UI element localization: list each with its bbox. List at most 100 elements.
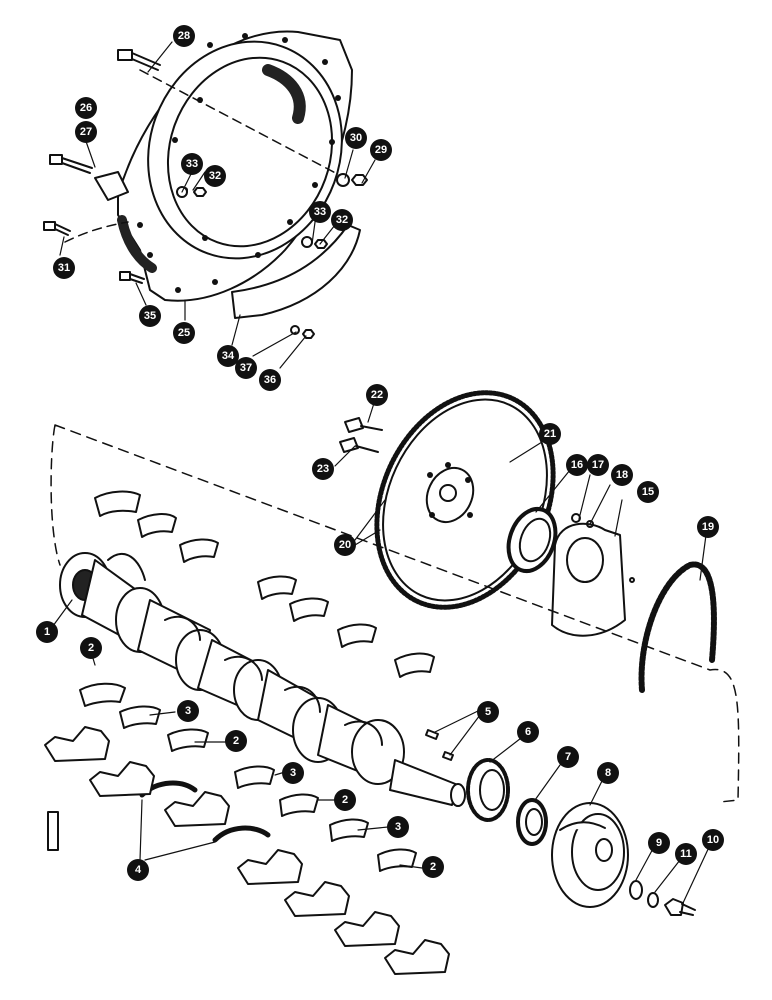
callout-16: 16: [566, 454, 588, 476]
svg-text:2: 2: [430, 861, 436, 873]
svg-text:20: 20: [339, 539, 351, 551]
svg-text:1: 1: [44, 626, 50, 638]
svg-text:5: 5: [485, 706, 491, 718]
callout-1: 1: [36, 621, 58, 643]
callout-37: 37: [235, 357, 257, 379]
pulley-washer: [629, 880, 643, 900]
callout-15: 15: [637, 481, 659, 503]
pulley-bolt: [664, 898, 696, 916]
callout-10: 10: [702, 829, 724, 851]
callout-22: 22: [366, 384, 388, 406]
callout-20: 20: [334, 534, 356, 556]
seal-retainer-plate: [551, 513, 635, 637]
callout-33: 33: [181, 153, 203, 175]
callout-32: 32: [331, 209, 353, 231]
callout-6: 6: [517, 721, 539, 743]
callout-11: 11: [675, 843, 697, 865]
svg-text:28: 28: [178, 30, 190, 42]
callout-27: 27: [75, 121, 97, 143]
svg-text:37: 37: [240, 362, 252, 374]
upper-main-bearings: [94, 490, 435, 678]
callout-25: 25: [173, 322, 195, 344]
housing-nuts: [176, 173, 368, 339]
callout-34: 34: [217, 345, 239, 367]
svg-text:8: 8: [605, 767, 611, 779]
callout-17: 17: [587, 454, 609, 476]
svg-text:22: 22: [371, 389, 383, 401]
svg-text:16: 16: [571, 459, 583, 471]
svg-text:33: 33: [186, 158, 198, 170]
housing-bolt-28: [117, 49, 161, 71]
callout-7: 7: [557, 746, 579, 768]
callout-36: 36: [259, 369, 281, 391]
svg-text:29: 29: [375, 144, 387, 156]
rear-oil-seal: [506, 507, 558, 573]
crankshaft-pulley: [551, 802, 629, 908]
callout-2: 2: [80, 637, 102, 659]
callout-5: 5: [477, 701, 499, 723]
callout-3: 3: [282, 762, 304, 784]
cover-plate: [231, 224, 361, 319]
callout-8: 8: [597, 762, 619, 784]
svg-text:10: 10: [707, 834, 719, 846]
svg-text:15: 15: [642, 486, 654, 498]
svg-text:17: 17: [592, 459, 604, 471]
callout-19: 19: [697, 516, 719, 538]
crankshaft-gear: [466, 758, 510, 822]
callout-28: 28: [173, 25, 195, 47]
callout-23: 23: [312, 458, 334, 480]
rear-gasket: [638, 561, 717, 693]
callout-4: 4: [127, 859, 149, 881]
svg-text:9: 9: [656, 837, 662, 849]
svg-text:25: 25: [178, 327, 190, 339]
callout-29: 29: [370, 139, 392, 161]
callout-32: 32: [204, 165, 226, 187]
svg-text:32: 32: [336, 214, 348, 226]
svg-text:2: 2: [88, 642, 94, 654]
svg-text:35: 35: [144, 310, 156, 322]
crankshaft: [59, 552, 466, 807]
housing-bolt-26: [49, 154, 93, 174]
svg-text:34: 34: [222, 350, 235, 362]
callout-9: 9: [648, 832, 670, 854]
main-bearing-caps: [44, 726, 450, 975]
callout-30: 30: [345, 127, 367, 149]
svg-text:2: 2: [342, 794, 348, 806]
svg-text:33: 33: [314, 206, 326, 218]
svg-text:11: 11: [680, 848, 692, 860]
callout-3: 3: [177, 700, 199, 722]
svg-text:30: 30: [350, 132, 362, 144]
svg-text:27: 27: [80, 126, 92, 138]
callout-balloons: 28 26 27 30 29 33 32 33 32 31 35 25 34 3…: [36, 25, 724, 881]
svg-text:4: 4: [135, 864, 142, 876]
lock-washer: [647, 892, 659, 908]
svg-text:21: 21: [544, 428, 556, 440]
callout-2: 2: [422, 856, 444, 878]
svg-text:3: 3: [395, 821, 401, 833]
callout-18: 18: [611, 464, 633, 486]
callout-26: 26: [75, 97, 97, 119]
housing-bolt-35: [119, 271, 145, 284]
svg-text:19: 19: [702, 521, 714, 533]
callout-31: 31: [53, 257, 75, 279]
callout-33: 33: [309, 201, 331, 223]
svg-text:3: 3: [290, 767, 296, 779]
callout-21: 21: [539, 423, 561, 445]
svg-text:7: 7: [565, 751, 571, 763]
svg-text:36: 36: [264, 374, 276, 386]
svg-text:6: 6: [525, 726, 531, 738]
callout-2: 2: [225, 730, 247, 752]
svg-text:2: 2: [233, 735, 239, 747]
flywheel-bolts: [339, 417, 383, 453]
front-oil-seal: [516, 798, 548, 846]
svg-text:3: 3: [185, 705, 191, 717]
callout-2: 2: [334, 789, 356, 811]
svg-text:18: 18: [616, 469, 628, 481]
housing-bolt-31: [43, 221, 71, 236]
svg-text:32: 32: [209, 170, 221, 182]
svg-text:26: 26: [80, 102, 92, 114]
callout-35: 35: [139, 305, 161, 327]
svg-text:23: 23: [317, 463, 329, 475]
svg-text:31: 31: [58, 262, 70, 274]
